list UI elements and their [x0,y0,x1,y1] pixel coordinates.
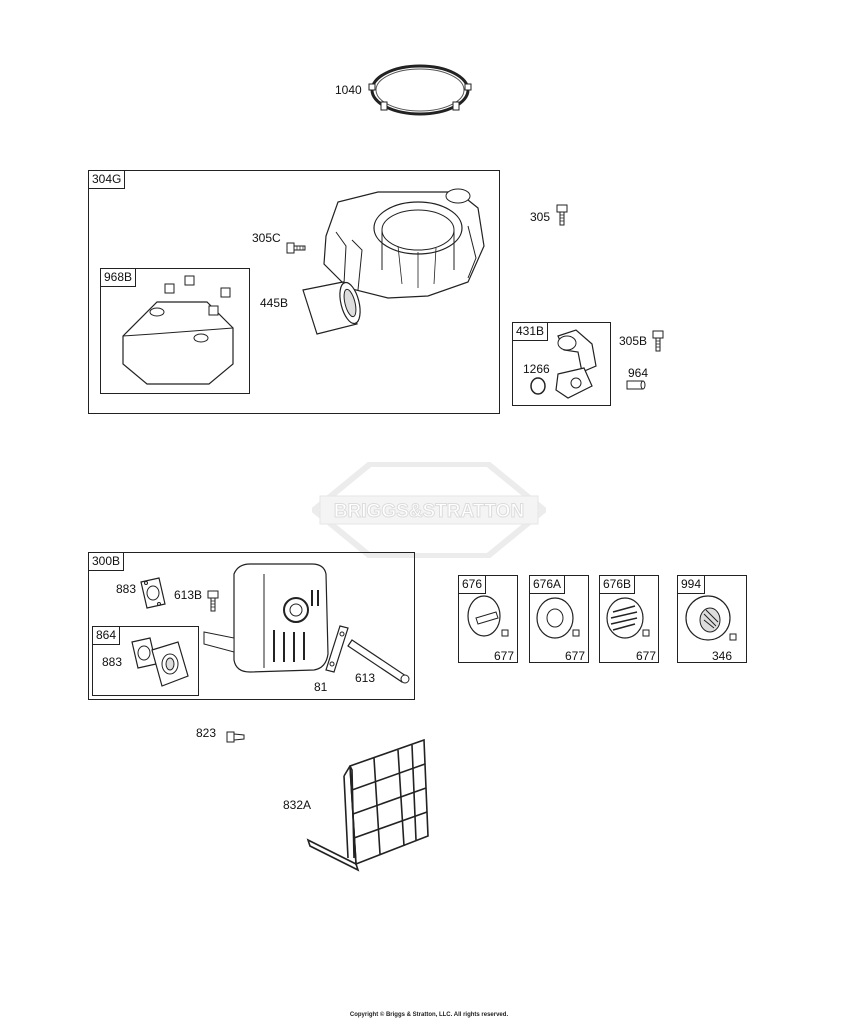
elbow-part-431B[interactable] [552,328,604,400]
group-box-304G: 304G [88,170,500,414]
group-tag-676B: 676B [600,576,636,594]
guard-part-994[interactable] [682,594,740,646]
group-box-864: 864 [92,626,199,696]
group-box-994: 994 [677,575,747,663]
group-box-968B: 968B [100,268,250,394]
part-label-964: 964 [628,366,649,380]
group-box-676A: 676A [529,575,589,663]
cover-part-968B[interactable] [117,275,241,388]
group-tag-676A: 676A [530,576,566,594]
part-label-1266: 1266 [523,362,550,376]
part-label-305C: 305C [252,231,281,245]
group-tag-676: 676 [459,576,487,594]
group-tag-994: 994 [678,576,706,594]
copyright-footer: Copyright © Briggs & Stratton, LLC. All … [349,1012,509,1018]
bolt-part-613[interactable] [346,636,412,684]
adapter-part-864[interactable] [148,640,192,690]
part-label-346: 346 [712,649,733,663]
group-box-676B: 676B [599,575,659,663]
screw-part-305[interactable] [555,204,569,226]
part-label-677-a: 677 [494,649,515,663]
screw-part-613B[interactable] [206,590,220,612]
group-tag-431B: 431B [513,323,549,341]
group-tag-304G: 304G [89,171,126,189]
group-tag-864: 864 [93,627,121,645]
part-label-445B: 445B [260,296,289,310]
part-label-613: 613 [355,671,376,685]
part-label-677-b: 677 [565,649,586,663]
part-label-613B: 613B [174,588,203,602]
plug-part-964[interactable] [626,380,646,390]
group-box-676: 676 [458,575,518,663]
part-label-883-top: 883 [116,582,137,596]
part-label-823: 823 [196,726,217,740]
ring-part-1040[interactable] [365,62,475,122]
part-label-81: 81 [314,680,328,694]
screw-part-823[interactable] [226,730,246,744]
blower-housing-part-304G[interactable] [318,186,490,304]
group-tag-968B: 968B [101,269,137,287]
briggs-stratton-watermark-logo: BRIGGS&STRATTON [312,462,546,558]
screen-part-676B[interactable] [603,594,653,644]
gasket-part-883-bottom[interactable] [128,636,158,670]
part-label-1040: 1040 [335,83,362,97]
part-label-883-bottom: 883 [102,655,123,669]
part-label-832A: 832A [283,798,312,812]
deflector-part-676A[interactable] [533,594,583,644]
spark-arrestor-part-676[interactable] [462,594,512,644]
gasket-part-883-top[interactable] [137,576,167,610]
group-box-431B: 431B [512,322,611,406]
group-tag-300B: 300B [89,553,125,571]
group-box-300B: 300B [88,552,415,700]
part-label-305B: 305B [619,334,648,348]
screw-part-305C[interactable] [286,240,306,256]
bracket-part-81[interactable] [322,624,352,674]
part-label-677-c: 677 [636,649,657,663]
watermark-text: BRIGGS&STRATTON [334,501,524,522]
heat-shield-part-832A[interactable] [304,736,436,874]
part-label-305: 305 [530,210,551,224]
filter-part-445B[interactable] [297,278,363,340]
muffler-part-300B[interactable] [203,560,334,678]
screw-part-305B[interactable] [651,330,665,352]
oring-part-1266[interactable] [528,376,548,396]
